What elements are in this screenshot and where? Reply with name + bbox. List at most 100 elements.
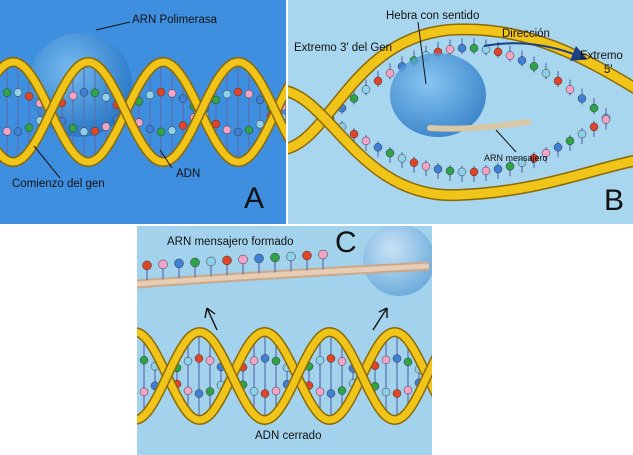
helix-b-base [445,45,455,54]
helix-a-base [24,91,34,101]
helix-b-base [505,162,515,171]
helix-b-base [361,136,371,146]
helix-b-base [397,153,407,163]
direction-arrow-icon [483,42,588,61]
helix-b-base [385,148,395,158]
helix-b-base [349,94,359,103]
panel-letter-a: A [244,182,265,215]
rna-polymerase-bubble-icon [390,53,486,137]
helix-c-base [337,386,347,395]
arrow-up-icon [204,307,218,331]
mrna-c-base [158,259,168,270]
helix-a-base [13,88,23,97]
helix-a-base [244,125,254,135]
helix-a-base [222,89,232,99]
helix-c-base [194,354,204,363]
label-dna: ADN [176,168,201,180]
pointer-line-sense [417,21,427,85]
helix-a-strand [0,58,286,166]
helix-a-base [68,91,78,101]
helix-b-base [493,164,503,174]
helix-b-base [361,85,371,94]
helix-c-strand [137,328,432,424]
helix-c-base [271,356,281,366]
helix-b-base [601,115,611,124]
helix-c-base [205,356,215,365]
helix-b-base [529,153,539,163]
helix-a-base [145,90,155,100]
helix-c-base [205,387,215,396]
label-end-5-line1: Extremo [580,50,623,62]
rna-polymerase-bubble-icon [363,226,432,296]
pointer-line-dna [159,149,173,169]
mrna-c-base [302,250,312,261]
helix-b-base [565,85,575,94]
mrna-c-base [254,253,264,264]
helix-a-base [167,126,177,135]
helix-c-base [139,387,149,397]
helix-b-base [469,167,479,177]
helix-a-base [24,123,34,133]
panel-a: ARN Polimerasa Comienzo del gen ADN A [0,0,286,224]
helix-a-base [167,89,177,98]
helix-a-base [2,88,12,97]
helix-a-base [156,87,166,97]
dna-double-helix-icon [137,326,432,426]
helix-c-base [194,389,204,398]
helix-a-base [255,95,265,105]
helix-c-base [315,387,325,396]
helix-a-base [90,88,100,98]
helix-b-base [409,158,419,167]
helix-a-base [178,94,188,103]
helix-b-base [457,43,467,53]
helix-b-base [553,143,563,152]
helix-c-base [139,355,149,365]
helix-b-base [541,68,551,78]
label-direction: Dirección [502,28,550,40]
helix-b-base [493,47,503,57]
label-dna-closed: ADN cerrado [255,430,322,442]
panel-c: ARN mensajero formado ADN cerrado C [137,226,432,455]
helix-b-base [385,68,395,78]
helix-b-base [373,76,383,86]
panel-c-illustration [137,226,432,455]
helix-a-base [244,89,254,99]
panel-letter-b: B [604,184,625,217]
helix-a-base [68,123,78,133]
label-rna-polymerase: ARN Polimerasa [132,14,217,26]
mrna-c-base [222,255,232,266]
helix-a-base [13,127,23,136]
helix-c-base [326,389,336,398]
helix-b-base [481,166,491,176]
helix-c-base [260,389,270,398]
helix-c-base [249,387,259,396]
helix-c-base [326,354,336,363]
helix-b-base [469,43,479,53]
mrna-c-base [142,260,152,271]
mrna-c-base [270,252,280,263]
helix-b-base [577,129,587,139]
pointer-line-mrna [495,129,517,153]
helix-a-base [156,127,166,137]
panel-letter-c: C [335,226,357,259]
mrna-c-base [318,249,328,260]
dna-double-helix-icon [0,56,286,168]
helix-a-base [233,127,243,137]
helix-c-base [315,356,325,365]
mrna-strand-b [427,119,531,132]
helix-b-base [565,136,575,146]
mrna-strand-c [137,249,430,289]
helix-a-base [79,127,89,136]
helix-a-base [233,87,243,97]
helix-b-base [541,148,551,158]
helix-a-base [101,93,111,102]
mrna-c-base [174,258,184,269]
label-sense-strand: Hebra con sentido [386,10,480,22]
helix-a-base [101,122,111,131]
helix-c-strand [137,328,432,424]
helix-b-base [517,56,527,65]
helix-b-base [433,164,443,174]
helix-b-base [589,103,599,113]
helix-b-base [445,166,455,176]
mrna-c-base [190,257,200,268]
